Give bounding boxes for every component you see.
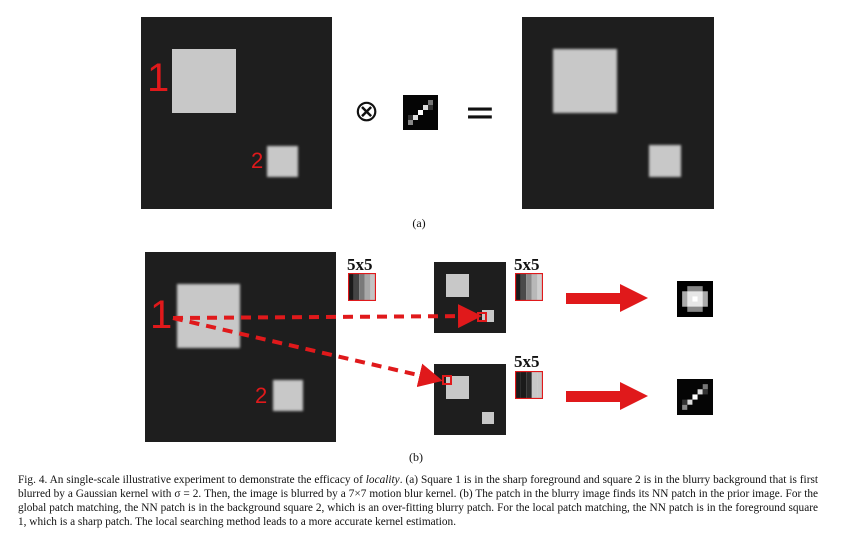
subfigure-label-a: (a) [412, 216, 426, 230]
global-nn-patch-thumbnail [515, 273, 543, 301]
subfigure-label-b: (b) [409, 450, 423, 464]
caption-text-intro: An single-scale illustrative experiment … [49, 474, 363, 486]
gaussian-kernel-estimate [677, 281, 713, 317]
local-match-arrow [172, 316, 443, 388]
square-2-label-a: 2 [251, 148, 264, 173]
nn-patch-box-local [442, 375, 452, 385]
arrow-shaft-global [566, 293, 621, 304]
patch-size-label-query: 5x5 [347, 255, 373, 274]
prior-square-2-local [482, 412, 494, 424]
equals-sign: = [464, 90, 496, 134]
global-match-arrow [172, 304, 482, 329]
prior-square-1-global [446, 274, 469, 297]
square-2-label-b: 2 [255, 383, 268, 408]
patch-size-label-global: 5x5 [514, 255, 540, 274]
patch-size-label-local: 5x5 [514, 352, 540, 371]
prior-image-local [434, 364, 506, 435]
figure-caption: Fig. 4. An single-scale illustrative exp… [18, 473, 818, 529]
caption-text-body: . (a) Square 1 is in the sharp foregroun… [18, 474, 818, 528]
blurred-square-1 [553, 49, 617, 113]
blurred-square-2 [649, 145, 681, 177]
figure-number: Fig. 4. [18, 474, 48, 486]
blurred-image-a [522, 17, 714, 209]
background-square-2 [267, 146, 298, 177]
sharp-image-a [141, 17, 332, 209]
query-patch-thumbnail [348, 273, 376, 301]
blurry-square-2-b [273, 380, 303, 411]
motion-blur-kernel-a [403, 95, 438, 130]
arrow-head-local [620, 382, 648, 410]
caption-emphasis: locality [365, 474, 400, 486]
square-1-label-a: 1 [147, 56, 170, 100]
arrow-head-global [620, 284, 648, 312]
local-nn-patch-thumbnail [515, 371, 543, 399]
square-1-label-b: 1 [150, 293, 173, 337]
foreground-square-1 [172, 49, 236, 113]
motion-kernel-estimate [677, 379, 713, 415]
arrow-shaft-local [566, 391, 621, 402]
convolution-operator-icon: ⊗ [354, 94, 380, 129]
